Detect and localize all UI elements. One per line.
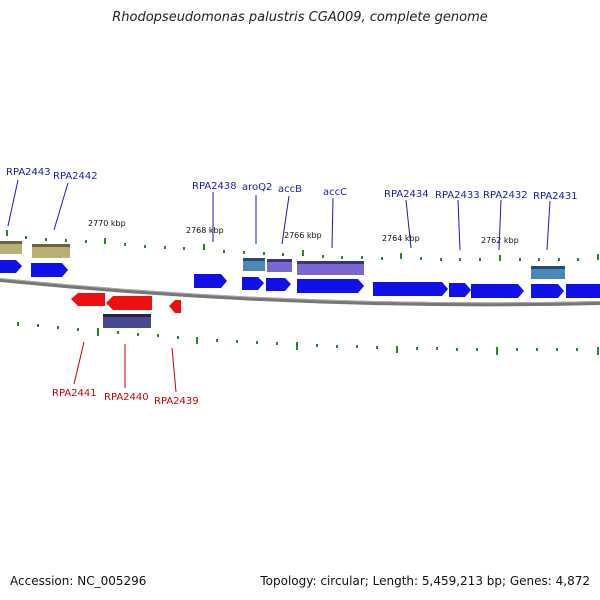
map-title: Rhodopseudomonas palustris CGA009, compl… <box>112 10 488 25</box>
genome-summary: Topology: circular; Length: 5,459,213 bp… <box>260 574 590 588</box>
gene-arrow[interactable] <box>531 284 564 298</box>
gene-label-RPA2433[interactable]: RPA2433 <box>435 190 480 201</box>
bottom-scale-ticks <box>17 322 599 355</box>
gene-arrow[interactable] <box>471 284 524 298</box>
feature-bar[interactable] <box>0 241 22 254</box>
gene-label-RPA2442[interactable]: RPA2442 <box>53 171 98 182</box>
scale-label: 2770 kbp <box>88 219 126 228</box>
gene-arrow[interactable] <box>169 300 181 313</box>
feature-bar[interactable] <box>531 266 565 279</box>
feature-bars <box>0 241 565 328</box>
feature-bar[interactable] <box>103 314 151 328</box>
scale-label: 2764 kbp <box>382 234 420 243</box>
gene-label-RPA2441[interactable]: RPA2441 <box>52 388 97 399</box>
gene-arrow[interactable] <box>242 277 264 290</box>
forward-genes <box>0 260 600 298</box>
gene-label-RPA2439[interactable]: RPA2439 <box>154 396 199 407</box>
top-leader-lines <box>7 179 551 251</box>
gene-arrow[interactable] <box>31 263 68 277</box>
feature-bar[interactable] <box>32 244 70 258</box>
gene-arrow[interactable] <box>566 284 600 298</box>
gene-arrow[interactable] <box>194 274 227 288</box>
gene-arrow[interactable] <box>0 260 22 273</box>
gene-label-accB[interactable]: accB <box>278 184 302 195</box>
bottom-leader-lines <box>73 341 177 393</box>
gene-arrow[interactable] <box>449 283 471 297</box>
gene-arrow[interactable] <box>297 279 364 293</box>
gene-label-accC[interactable]: accC <box>323 187 347 198</box>
gene-arrow[interactable] <box>373 282 448 296</box>
scale-label: 2768 kbp <box>186 226 224 235</box>
gene-label-RPA2438[interactable]: RPA2438 <box>192 181 237 192</box>
gene-label-RPA2440[interactable]: RPA2440 <box>104 392 149 403</box>
gene-arrow[interactable] <box>106 296 152 310</box>
gene-label-aroQ2[interactable]: aroQ2 <box>242 182 272 193</box>
gene-label-RPA2431[interactable]: RPA2431 <box>533 191 578 202</box>
feature-bar[interactable] <box>243 258 265 271</box>
accession-label: Accession: NC_005296 <box>10 574 147 588</box>
gene-label-RPA2432[interactable]: RPA2432 <box>483 190 528 201</box>
gene-arrow[interactable] <box>71 293 105 306</box>
scale-label: 2766 kbp <box>284 231 322 240</box>
gene-arrow[interactable] <box>266 278 291 291</box>
gene-label-RPA2443[interactable]: RPA2443 <box>6 167 51 178</box>
gene-label-RPA2434[interactable]: RPA2434 <box>384 189 429 200</box>
reverse-genes <box>71 293 181 313</box>
feature-bar[interactable] <box>297 261 364 275</box>
feature-bar[interactable] <box>267 259 292 272</box>
top-scale-ticks <box>6 230 599 261</box>
genome-backbone <box>0 278 600 307</box>
